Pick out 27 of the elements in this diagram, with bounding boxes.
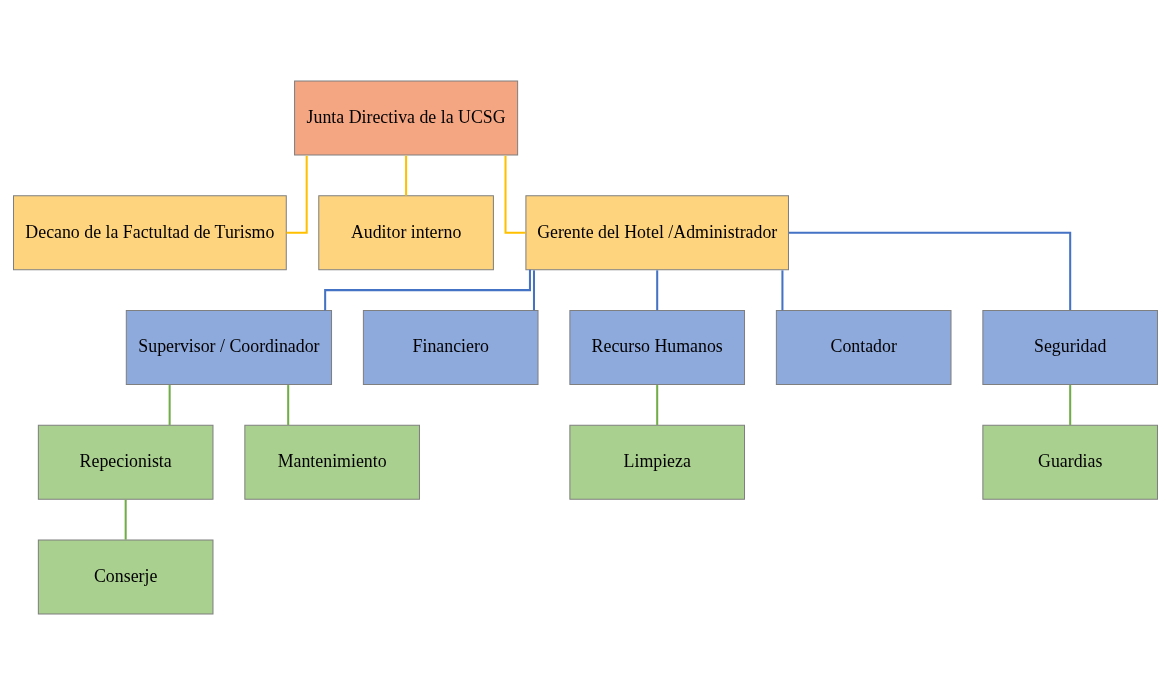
connector — [781, 270, 784, 311]
connector — [1069, 385, 1072, 425]
node-box: Guardias — [982, 424, 1158, 500]
node-box: Supervisor / Coordinador — [125, 310, 333, 385]
node-box: Contador — [775, 310, 952, 385]
node-box: Financiero — [362, 310, 539, 385]
connector — [405, 155, 408, 196]
node-box: Gerente del Hotel /Administrador — [525, 195, 789, 271]
node-box: Limpieza — [569, 424, 745, 500]
connector — [324, 269, 531, 311]
connector — [287, 385, 290, 425]
connector — [656, 385, 659, 425]
connector — [656, 270, 659, 311]
connector — [532, 270, 535, 311]
node-box: Junta Directiva de la UCSG — [294, 80, 519, 156]
node-box: Conserje — [37, 539, 214, 615]
connector — [168, 385, 171, 425]
node-box: Seguridad — [982, 310, 1158, 385]
node-box: Repecionista — [37, 424, 214, 500]
connector — [286, 155, 308, 234]
node-box: Mantenimiento — [244, 424, 420, 500]
connector — [124, 499, 127, 540]
node-box: Auditor interno — [318, 195, 494, 271]
connector — [789, 231, 1072, 310]
connector — [504, 155, 526, 234]
node-box: Recurso Humanos — [569, 310, 745, 385]
node-box: Decano de la Factultad de Turismo — [13, 195, 287, 271]
